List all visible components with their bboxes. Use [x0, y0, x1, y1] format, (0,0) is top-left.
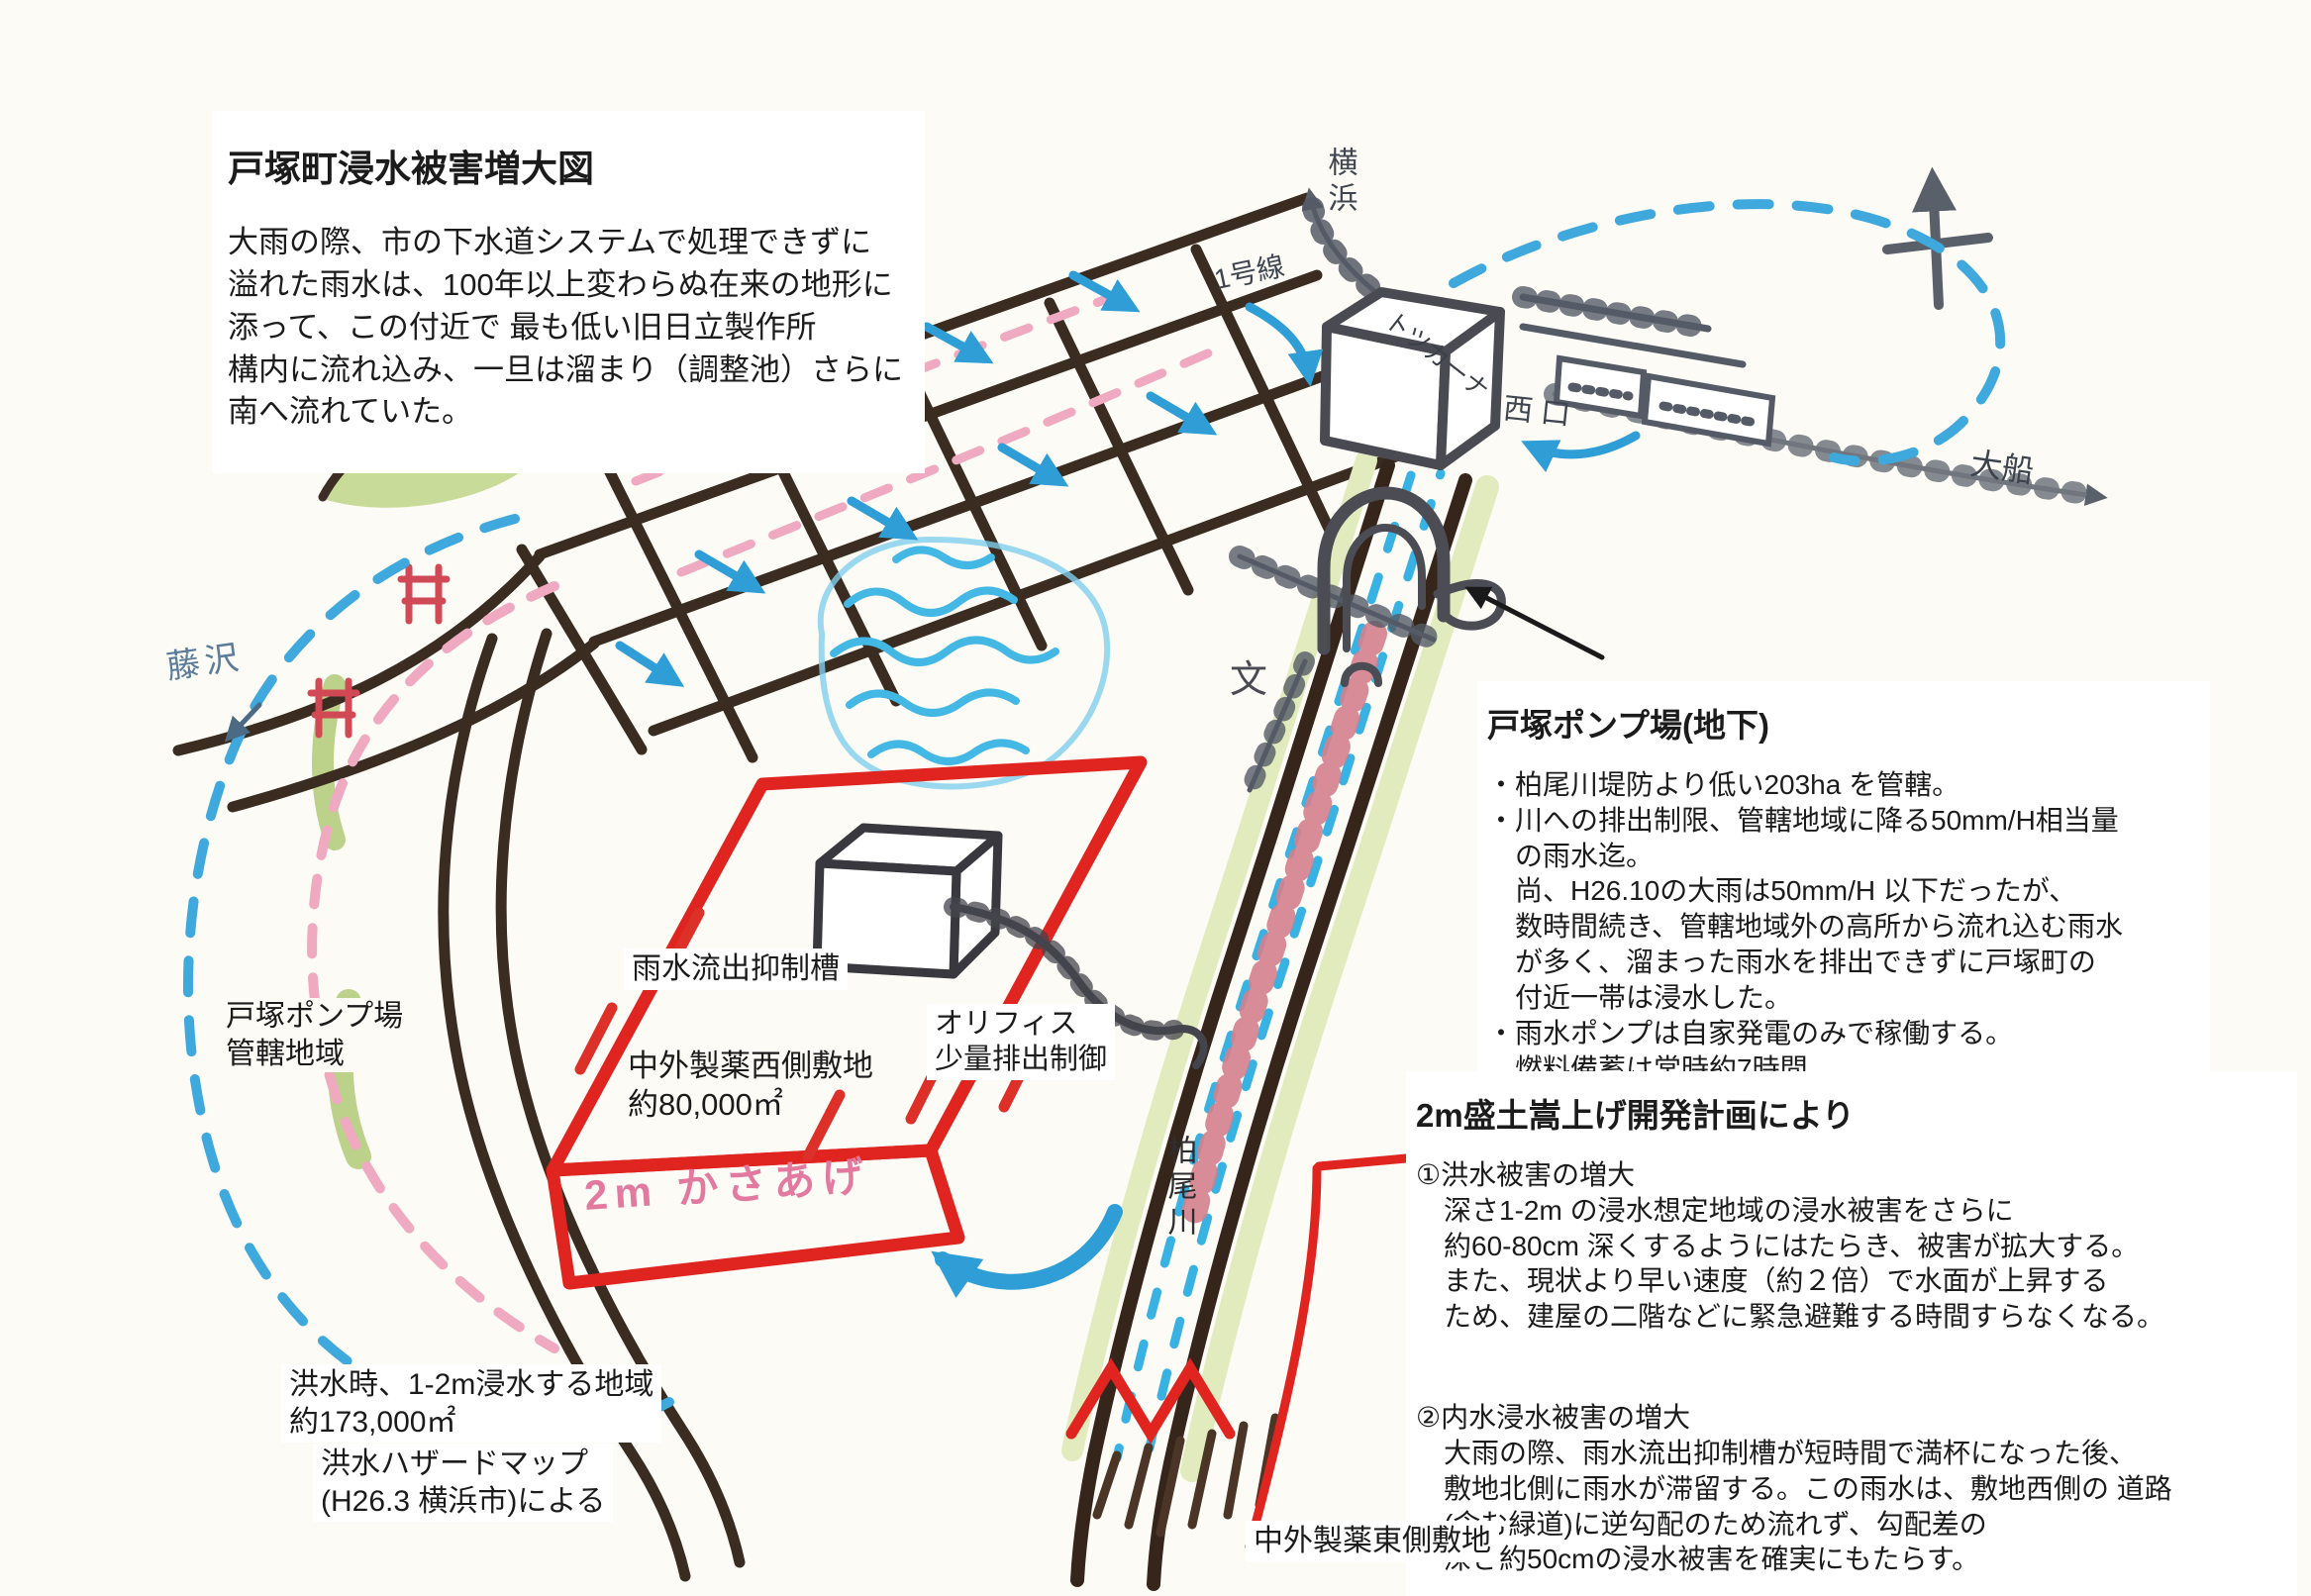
development-plan-note: 2m盛土嵩上げ開発計画により ①洪水被害の増大 深さ1-2m の浸水想定地域の浸…: [1406, 1071, 2297, 1596]
totsukana-building: [1320, 287, 1505, 470]
pump-station-note: 戸塚ポンプ場(地下) ・柏尾川堤防より低い203ha を管轄。 ・川への排出制限…: [1477, 681, 2210, 1115]
school-symbol: 文: [1230, 659, 1268, 701]
plan-note-inland-flood-damage: ②内水浸水被害の増大 大雨の際、雨水流出抑制槽が短時間で満杯になった後、 敷地北…: [1416, 1402, 2172, 1575]
page-title: 戸塚町浸水被害増大図: [228, 149, 594, 189]
east-site-label: 中外製薬東側敷地: [1246, 1521, 1499, 1562]
plan-note-flood-damage: ①洪水被害の増大 深さ1-2m の浸水想定地域の浸水被害をさらに 約60-80c…: [1416, 1158, 2165, 1333]
pump-note-title: 戸塚ポンプ場(地下): [1487, 707, 1769, 744]
pump-note-pointer-arrow: [1464, 586, 1605, 660]
retention-tank-label: 雨水流出抑制槽: [624, 948, 848, 990]
pond-scribble: [817, 536, 1111, 790]
west-site-label: 中外製薬西側敷地 約80,000㎡: [628, 1048, 873, 1122]
red-bridge-marks: [307, 563, 451, 739]
plan-note-title: 2m盛土嵩上げ開発計画により: [1416, 1097, 1856, 1134]
railway-and-station: [1229, 187, 2108, 800]
title-block: 戸塚町浸水被害増大図 大雨の際、市の下水道システムで処理できずに 溢れた雨水は、…: [212, 111, 925, 474]
street-grid: [172, 192, 1437, 1582]
pump-note-body: ・柏尾川堤防より低い203ha を管轄。 ・川への排出制限、管轄地域に降る50m…: [1487, 768, 2124, 1084]
title-body-text: 大雨の際、市の下水道システムで処理できずに 溢れた雨水は、100年以上変わらぬ在…: [228, 225, 903, 430]
yokohama-label: 横浜: [1323, 147, 1356, 218]
nishiguchi-label: 西口: [1501, 392, 1580, 433]
kashio-river-label: 柏尾川: [1162, 1135, 1196, 1242]
annotation-pointer-arrows: [224, 586, 1605, 743]
orifice-label: オリフィス 少量排出制御: [927, 1004, 1116, 1080]
pump-district-label: 戸塚ポンプ場 管轄地域: [220, 998, 410, 1072]
hazard-map-source-label: 洪水ハザードマップ (H26.3 横浜市)による: [313, 1444, 614, 1522]
fujisawa-direction-arrow: [224, 702, 262, 743]
flood-area-label: 洪水時、1-2m浸水する地域 約173,000㎡: [281, 1364, 662, 1443]
